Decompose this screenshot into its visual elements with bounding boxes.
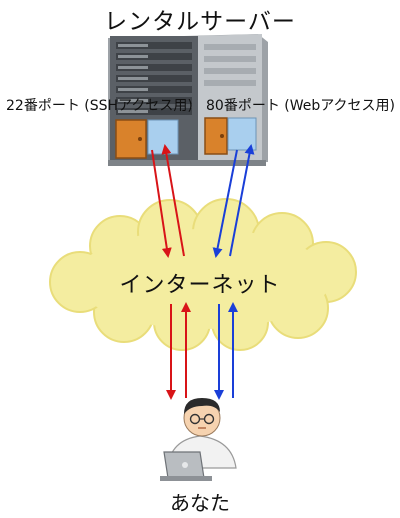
web-arrow-down-upper bbox=[212, 149, 238, 258]
web-arrows bbox=[212, 144, 255, 400]
ssh-arrow-down-upper bbox=[151, 149, 172, 258]
ssh-window bbox=[147, 119, 179, 155]
diagram-title: レンタルサーバー bbox=[104, 9, 296, 35]
laptop-icon bbox=[160, 451, 212, 481]
web-door bbox=[204, 117, 228, 155]
cloud-icon bbox=[49, 198, 357, 351]
web-arrow-up-upper bbox=[229, 144, 255, 257]
ssh-arrows bbox=[151, 144, 191, 400]
ssh-arrow-up-upper bbox=[161, 144, 185, 257]
web-window bbox=[227, 117, 257, 151]
user-label: あなた bbox=[170, 491, 230, 515]
ssh-port-label: 22番ポート (SSHアクセス用) bbox=[6, 98, 193, 114]
internet-label: インターネット bbox=[119, 273, 281, 298]
web-port-label: 80番ポート (Webアクセス用) bbox=[206, 98, 396, 114]
